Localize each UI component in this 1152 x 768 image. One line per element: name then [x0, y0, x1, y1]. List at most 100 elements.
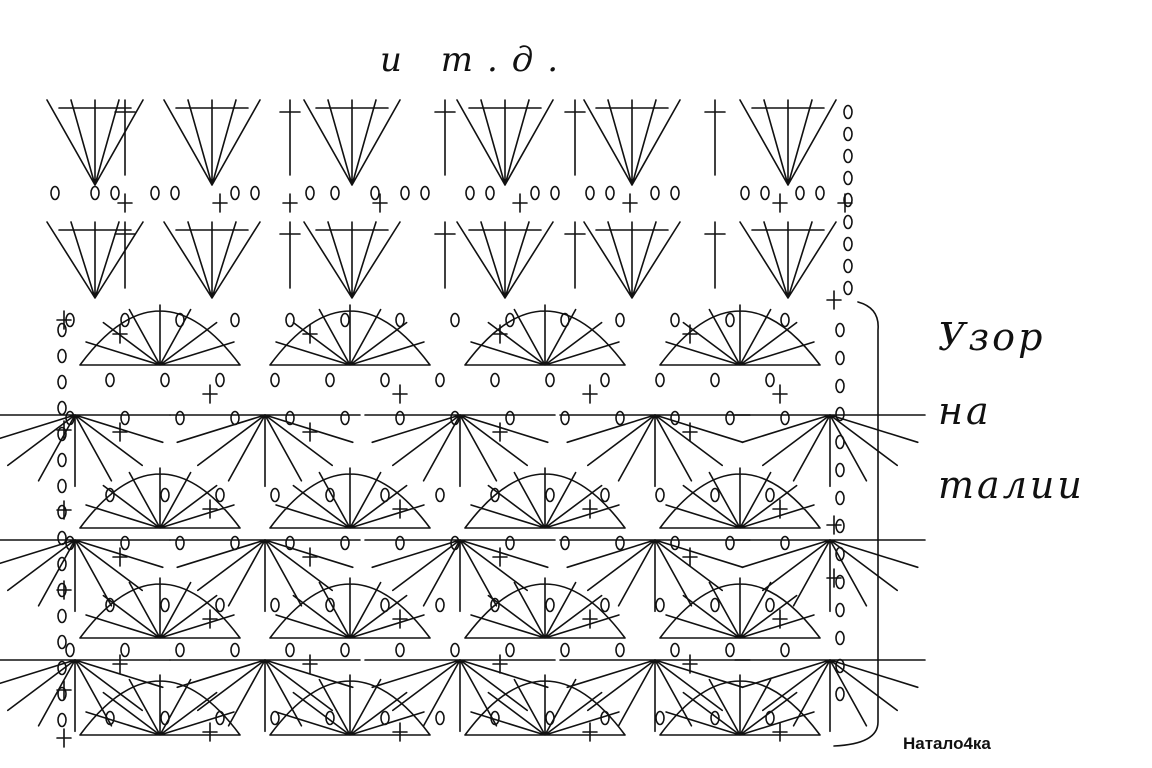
chain-stitch-symbol: [650, 185, 660, 201]
single-crochet-symbol: [682, 324, 698, 344]
shell-symbol: [464, 304, 626, 366]
chain-stitch-symbol: [285, 312, 295, 328]
double-crochet-symbol: [279, 99, 301, 176]
chain-stitch-symbol: [655, 597, 665, 613]
chain-stitch-symbol: [450, 535, 460, 551]
chain-stitch-symbol: [230, 410, 240, 426]
chain-stitch-symbol: [270, 597, 280, 613]
single-crochet-symbol: [772, 384, 788, 404]
single-crochet-symbol: [56, 500, 72, 520]
stitch-grid: [0, 99, 926, 748]
chain-stitch-symbol: [550, 185, 560, 201]
single-crochet-symbol: [202, 609, 218, 629]
chain-stitch-symbol: [505, 642, 515, 658]
shell-symbol: [364, 659, 556, 733]
chain-stitch-symbol: [795, 185, 805, 201]
chain-stitch-symbol: [340, 410, 350, 426]
double-crochet-symbol: [434, 221, 456, 289]
single-crochet-symbol: [202, 722, 218, 742]
chain-stitch-symbol: [435, 487, 445, 503]
chain-stitch-symbol: [485, 185, 495, 201]
chain-stitch-symbol: [230, 312, 240, 328]
chain-stitch-symbol: [843, 258, 853, 274]
chain-stitch-symbol: [560, 312, 570, 328]
fan-shell-symbol: [163, 221, 261, 299]
shell-symbol: [0, 414, 171, 488]
single-crochet-symbol: [772, 193, 788, 213]
single-crochet-symbol: [492, 547, 508, 567]
shell-symbol: [364, 539, 556, 613]
double-crochet-symbol: [114, 99, 136, 176]
single-crochet-symbol: [392, 609, 408, 629]
shell-symbol: [734, 659, 926, 733]
chain-stitch-symbol: [780, 642, 790, 658]
chain-stitch-symbol: [370, 185, 380, 201]
single-crochet-symbol: [112, 547, 128, 567]
shell-symbol: [79, 674, 241, 736]
side-note-line-1: Узор на: [938, 315, 1046, 433]
single-crochet-symbol: [582, 384, 598, 404]
chain-stitch-symbol: [120, 535, 130, 551]
shell-symbol: [464, 577, 626, 639]
single-crochet-symbol: [112, 324, 128, 344]
single-crochet-symbol: [682, 654, 698, 674]
fan-shell-symbol: [163, 99, 261, 186]
chain-stitch-symbol: [710, 597, 720, 613]
chain-stitch-symbol: [835, 686, 845, 702]
chain-stitch-symbol: [380, 597, 390, 613]
chain-stitch-symbol: [380, 372, 390, 388]
fan-shell-symbol: [739, 221, 837, 299]
chain-stitch-symbol: [57, 400, 67, 416]
single-crochet-symbol: [392, 722, 408, 742]
fan-shell-symbol: [303, 99, 401, 186]
fan-shell-symbol: [456, 99, 554, 186]
chain-stitch-symbol: [57, 712, 67, 728]
chain-stitch-symbol: [380, 710, 390, 726]
chain-stitch-symbol: [420, 185, 430, 201]
shell-symbol: [269, 674, 431, 736]
single-crochet-symbol: [56, 420, 72, 440]
chain-stitch-symbol: [490, 597, 500, 613]
shell-symbol: [169, 539, 361, 613]
shell-symbol: [269, 467, 431, 529]
chain-stitch-symbol: [395, 535, 405, 551]
single-crochet-symbol: [392, 384, 408, 404]
chain-stitch-symbol: [230, 185, 240, 201]
chain-stitch-symbol: [160, 710, 170, 726]
shell-symbol: [559, 414, 751, 488]
chain-stitch-symbol: [835, 658, 845, 674]
chain-stitch-symbol: [380, 487, 390, 503]
chain-stitch-symbol: [843, 148, 853, 164]
chain-stitch-symbol: [670, 535, 680, 551]
chain-stitch-symbol: [465, 185, 475, 201]
single-crochet-symbol: [492, 324, 508, 344]
shell-symbol: [169, 414, 361, 488]
single-crochet-symbol: [392, 499, 408, 519]
chain-stitch-symbol: [670, 410, 680, 426]
chain-stitch-symbol: [400, 185, 410, 201]
chain-stitch-symbol: [175, 410, 185, 426]
chain-stitch-symbol: [105, 487, 115, 503]
single-crochet-symbol: [622, 193, 638, 213]
double-crochet-symbol: [564, 99, 586, 176]
chain-stitch-symbol: [57, 608, 67, 624]
shell-symbol: [79, 577, 241, 639]
chain-stitch-symbol: [270, 487, 280, 503]
chain-stitch-symbol: [90, 185, 100, 201]
chain-stitch-symbol: [490, 710, 500, 726]
chain-stitch-symbol: [710, 487, 720, 503]
chain-stitch-symbol: [285, 535, 295, 551]
chain-stitch-symbol: [450, 410, 460, 426]
single-crochet-symbol: [682, 422, 698, 442]
chain-stitch-symbol: [765, 597, 775, 613]
chain-stitch-symbol: [605, 185, 615, 201]
chain-stitch-symbol: [843, 126, 853, 142]
chain-stitch-symbol: [435, 372, 445, 388]
chain-stitch-symbol: [600, 710, 610, 726]
chain-stitch-symbol: [150, 185, 160, 201]
chain-stitch-symbol: [340, 642, 350, 658]
chain-stitch-symbol: [670, 185, 680, 201]
shell-symbol: [559, 659, 751, 733]
shell-symbol: [734, 539, 926, 613]
